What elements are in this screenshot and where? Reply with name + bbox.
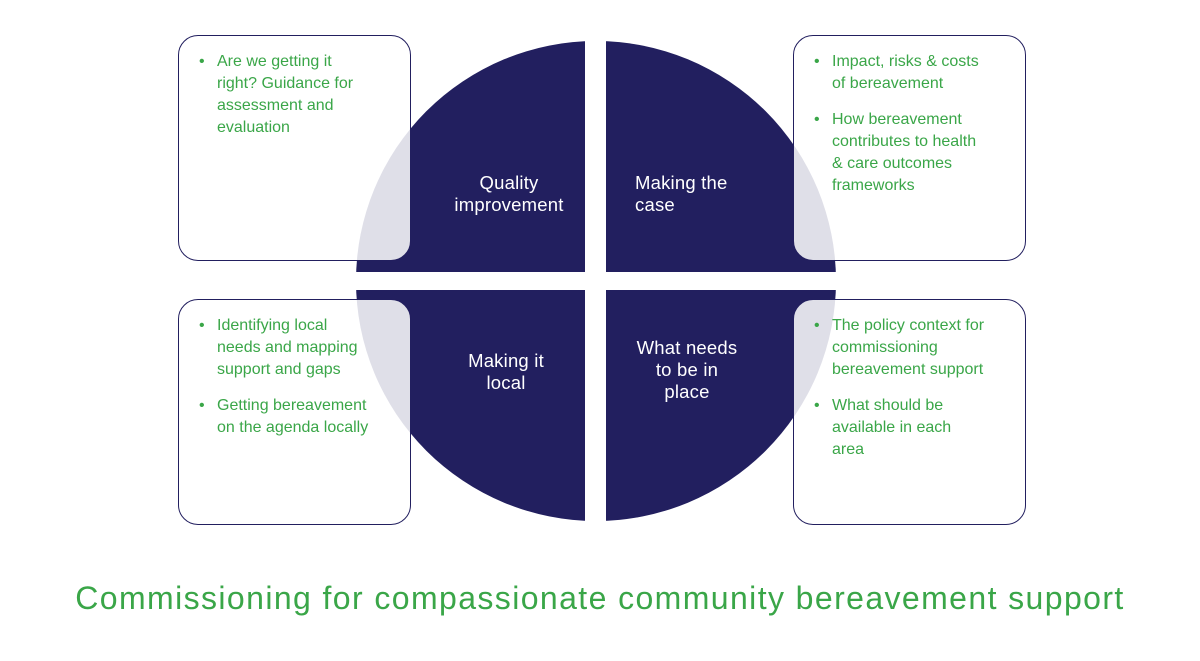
bullet-item: Are we getting it right? Guidance for as… — [195, 51, 398, 139]
bullet-item: What should be available in each area — [810, 395, 1013, 461]
callout-box-top-right: Impact, risks & costs of bereavement How… — [793, 35, 1026, 261]
callout-box-bottom-right: The policy context for commissioning ber… — [793, 299, 1026, 525]
callout-box-bottom-left: Identifying local needs and mapping supp… — [178, 299, 411, 525]
callout-box-top-left: Are we getting it right? Guidance for as… — [178, 35, 411, 261]
bullet-item: How bereavement contributes to health & … — [810, 109, 1013, 197]
bullet-item: Getting bereavement on the agenda locall… — [195, 395, 398, 439]
diagram-title: Commissioning for compassionate communit… — [75, 580, 1125, 616]
bullet-list: Are we getting it right? Guidance for as… — [195, 51, 398, 139]
quadrant-label-what-needs-to-be-in-place: What needs to be in place — [636, 337, 738, 402]
bullet-item: Impact, risks & costs of bereavement — [810, 51, 1013, 95]
horizontal-divider — [340, 272, 852, 290]
bullet-list: Identifying local needs and mapping supp… — [195, 315, 398, 439]
quadrant-label-making-the-case: Making the case — [635, 172, 728, 215]
bullet-item: Identifying local needs and mapping supp… — [195, 315, 398, 381]
quadrant-label-quality-improvement: Quality improvement — [454, 172, 564, 215]
bullet-list: Impact, risks & costs of bereavement How… — [810, 51, 1013, 197]
bullet-item: The policy context for commissioning ber… — [810, 315, 1013, 381]
quadrant-label-making-it-local: Making it local — [468, 350, 544, 393]
bullet-list: The policy context for commissioning ber… — [810, 315, 1013, 461]
